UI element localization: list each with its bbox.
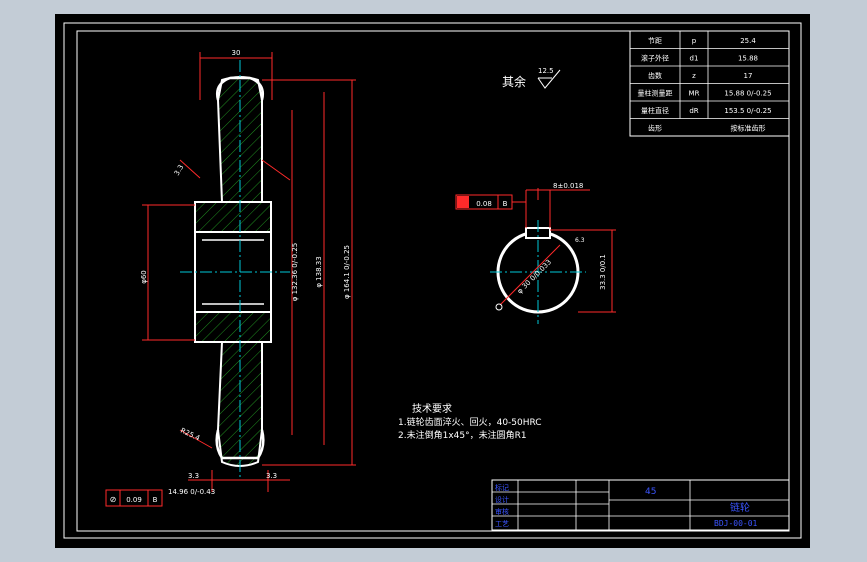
front-roughness: 6.3 xyxy=(575,237,585,244)
inner-frame xyxy=(76,30,790,532)
dim-d2: φ 138.33 xyxy=(315,256,323,287)
drawing-number: BDJ-00-01 xyxy=(714,519,758,528)
part-name: 链轮 xyxy=(730,501,750,514)
svg-text:工艺: 工艺 xyxy=(495,520,509,528)
param-label: 节距 xyxy=(648,37,662,45)
surface-roughness-value: 12.5 xyxy=(538,67,554,75)
svg-text:B: B xyxy=(153,496,158,504)
param-value: 按标准齿形 xyxy=(731,124,766,133)
depth-dim: 33.3 0/0.1 xyxy=(599,254,607,290)
param-symbol: p xyxy=(692,37,697,45)
svg-text:设计: 设计 xyxy=(495,495,509,504)
svg-text:审核: 审核 xyxy=(495,507,509,516)
dim-hub: 14.96 0/-0.43 xyxy=(168,488,215,496)
tech-requirements: 技术要求 1.链轮齿面淬火、回火，40-50HRC 2.未注倒角1x45°，未注… xyxy=(398,402,542,441)
dim-bore: φ60 xyxy=(140,270,148,284)
section-view: 30 3.3 φ60 φ 132.36 0/-0.25 φ 138.33 φ 1… xyxy=(105,49,356,507)
front-tolerance-frame: 0.08 B xyxy=(455,194,526,210)
param-label: 量柱测量距 xyxy=(638,89,673,98)
dim-bottom-left: 3.3 xyxy=(188,472,199,480)
dim-d3: φ 164.1 0/-0.25 xyxy=(343,245,351,299)
surface-finish-note: 其余 12.5 xyxy=(502,67,561,89)
outer-frame xyxy=(63,22,802,539)
tolerance-symbol-icon: ⊘ xyxy=(110,495,117,504)
param-label: 齿数 xyxy=(648,71,662,80)
parameter-table: 节距 p 25.4 滚子外径 d1 15.88 齿数 z 17 量柱测量距 MR 15.88 0/-0… xyxy=(629,30,790,137)
param-label: 齿形 xyxy=(648,125,662,133)
param-symbol: d1 xyxy=(690,55,699,63)
param-value: 15.88 xyxy=(738,55,758,63)
keyway-dim: 8±0.018 xyxy=(553,182,583,190)
param-value: 25.4 xyxy=(740,37,756,45)
param-symbol: MR xyxy=(689,90,700,98)
param-value: 153.5 0/-0.25 xyxy=(724,107,771,115)
svg-text:0.08: 0.08 xyxy=(476,200,492,208)
dim-d1: φ 132.36 0/-0.25 xyxy=(291,243,299,302)
title-block: 标记 设计 审核 工艺 45 链轮 BDJ-00-01 xyxy=(491,479,790,531)
tech-item-1: 1.链轮齿面淬火、回火，40-50HRC xyxy=(398,416,542,428)
tech-item-2: 2.未注倒角1x45°，未注圆角R1 xyxy=(398,429,527,441)
param-label: 滚子外径 xyxy=(641,54,669,63)
param-value: 17 xyxy=(744,72,753,80)
drawing-sheet xyxy=(55,14,810,548)
param-label: 量柱直径 xyxy=(641,106,669,115)
surface-note-text: 其余 xyxy=(502,74,526,89)
param-symbol: z xyxy=(692,72,696,80)
side-view-dimensions xyxy=(142,52,356,492)
tech-title: 技术要求 xyxy=(412,402,452,415)
svg-text:B: B xyxy=(503,200,508,208)
param-symbol: dR xyxy=(689,107,698,115)
svg-text:标记: 标记 xyxy=(495,483,509,492)
side-tolerance-frame: ⊘ 0.09 B xyxy=(105,489,163,507)
dim-top: 30 xyxy=(232,49,241,57)
hub-lower xyxy=(194,311,272,343)
svg-text:0.09: 0.09 xyxy=(126,496,142,504)
dim-bottom-right: 3.3 xyxy=(266,472,277,480)
material: 45 xyxy=(645,487,656,497)
param-value: 15.88 0/-0.25 xyxy=(724,90,771,98)
roughness-symbol-icon xyxy=(537,69,561,89)
hub-upper xyxy=(194,201,272,233)
